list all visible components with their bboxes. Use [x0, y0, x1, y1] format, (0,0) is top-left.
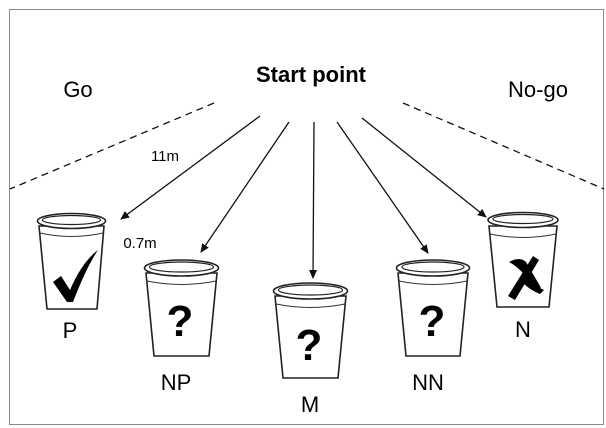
nogo-boundary-line — [402, 102, 605, 190]
go-zone-label: Go — [63, 77, 92, 102]
distance-label: 11m — [151, 148, 179, 165]
cup-label-np: NP — [161, 370, 192, 395]
arrow-to-p — [120, 115, 261, 220]
go-boundary-line — [9, 102, 215, 190]
start-point-label: Start point — [256, 62, 367, 87]
spacing-label: 0.7m — [123, 235, 156, 252]
question-icon: ? — [167, 297, 194, 346]
cup-label-p: P — [63, 318, 78, 343]
cup-n — [487, 211, 559, 308]
question-icon: ? — [419, 297, 446, 346]
check-icon — [53, 250, 98, 302]
arrow-to-n — [361, 117, 487, 218]
nogo-zone-label: No-go — [508, 77, 568, 102]
cup-m: ? — [272, 282, 349, 379]
arrow-to-np — [200, 121, 290, 253]
cup-nn: ? — [395, 259, 471, 357]
arrow-to-nn — [336, 121, 429, 254]
cup-label-n: N — [515, 317, 531, 342]
cup-np: ? — [143, 259, 220, 357]
cup-label-m: M — [301, 392, 319, 417]
cup-label-nn: NN — [412, 370, 444, 395]
cross-icon — [508, 256, 544, 300]
question-icon: ? — [296, 321, 323, 370]
arrow-to-m — [309, 121, 318, 279]
cup-p — [36, 212, 107, 310]
